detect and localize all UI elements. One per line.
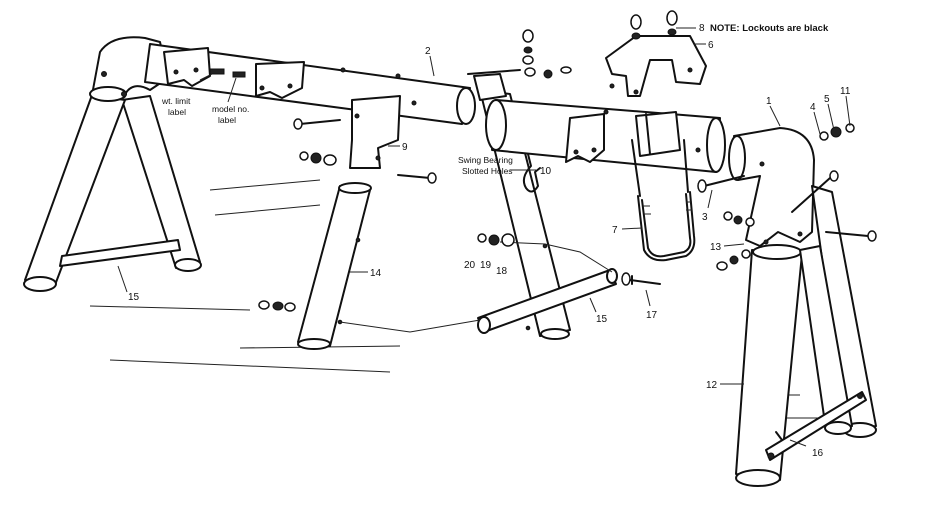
swing-hanger-bracket [255, 61, 305, 99]
top-beam-right-section [485, 99, 726, 173]
bolt-17 [621, 272, 661, 286]
center-tee-connector-9 [349, 95, 417, 169]
lockout-nuts [522, 29, 572, 79]
lockout-8 [630, 14, 642, 40]
right-front-leg-12 [735, 244, 803, 487]
part-label-20: 20 [464, 260, 476, 271]
model-no-label-line1: model no. [212, 104, 249, 114]
wt-limit-label-line2: label [168, 107, 186, 117]
right-rear-leg [799, 185, 877, 438]
part-label-11: 11 [840, 86, 851, 97]
left-a-frame [23, 36, 202, 292]
hardware-18-20 [477, 233, 515, 247]
part-label-8: 8 [699, 23, 705, 34]
part-label-6: 6 [708, 40, 714, 51]
part-label-19: 19 [480, 260, 492, 271]
part-label-10: 10 [540, 166, 552, 177]
nut-washer-set [299, 151, 337, 166]
model-no-label-sticker [232, 71, 246, 78]
left-brace-15 [59, 239, 181, 267]
bolt [293, 118, 341, 130]
swing-bearing-label-line2: Slotted Holes [462, 166, 513, 176]
part-label-16: 16 [812, 448, 824, 459]
center-leg-14 [297, 182, 372, 350]
lower-brace-15 [477, 268, 618, 334]
part-label-14: 14 [370, 268, 382, 279]
spacer-block [635, 111, 681, 157]
part-label-4: 4 [810, 102, 816, 113]
leader-lines [117, 27, 851, 447]
nut-washer-set-13 [716, 211, 755, 271]
nut-washer-set [258, 300, 296, 312]
part-label-7: 7 [612, 225, 618, 236]
part-label-3: 3 [702, 212, 708, 223]
swing-hanger-bracket [163, 47, 211, 87]
bolt [791, 170, 839, 213]
part-label-17: 17 [646, 310, 658, 321]
top-beam-end [456, 87, 476, 125]
u-bolt-7 [631, 139, 696, 262]
wt-limit-label-line1: wt. limit [161, 96, 191, 106]
part-label-9: 9 [402, 142, 408, 153]
part-label-2: 2 [425, 46, 431, 57]
swing-bearing-label-line1: Swing Bearing [458, 155, 513, 165]
hardware-4-5-11 [819, 123, 855, 141]
part-label-15-center: 15 [596, 314, 608, 325]
bolt [825, 230, 877, 242]
swing-hanger-bracket [565, 113, 605, 163]
model-no-label-line2: label [218, 115, 236, 125]
alignment-lines [339, 241, 613, 333]
bolt-3 [697, 175, 745, 193]
part-label-15-left: 15 [128, 292, 140, 303]
wt-limit-label-sticker [209, 68, 225, 75]
lockout-note: NOTE: Lockouts are black [710, 23, 829, 34]
part-label-13: 13 [710, 242, 722, 253]
right-elbow-connector-1 [728, 127, 815, 247]
part-label-18: 18 [496, 266, 508, 277]
bolt [397, 172, 437, 184]
part-label-1: 1 [766, 96, 772, 107]
part-label-5: 5 [824, 94, 830, 105]
part-label-12: 12 [706, 380, 718, 391]
right-brace-16 [765, 391, 867, 461]
top-bracket-6 [605, 35, 707, 97]
part-number-labels: 1 2 3 4 5 6 7 8 NOTE: Lockouts are black… [128, 23, 851, 459]
lockout-8 [666, 10, 678, 36]
